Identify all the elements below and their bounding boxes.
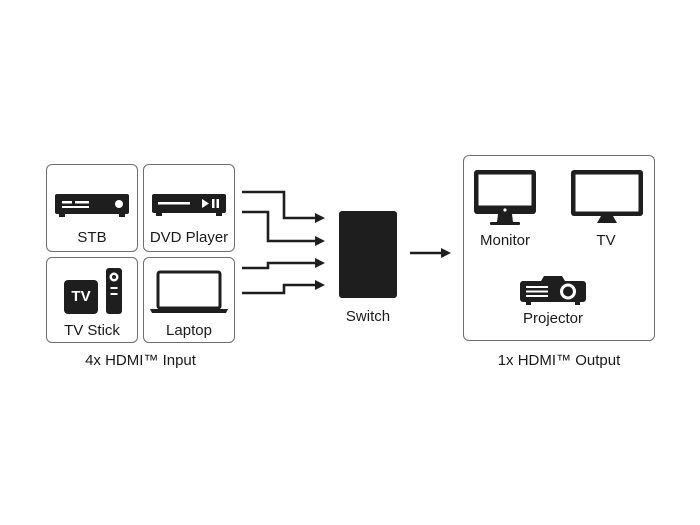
stb-label: STB [77, 229, 107, 246]
input-caption: 4x HDMI™ Input [85, 352, 196, 369]
tv-label: TV [596, 232, 616, 249]
dvd-player-icon [152, 194, 226, 216]
monitor-label: Monitor [479, 232, 531, 249]
wire-laptop [242, 280, 325, 295]
remote-icon [106, 268, 122, 314]
tv-stick-badge: TV [71, 288, 91, 305]
switch-device [339, 211, 397, 298]
projector-icon [520, 276, 586, 305]
monitor-icon [474, 170, 536, 225]
stb-icon [55, 194, 129, 217]
wire-stb [242, 190, 325, 223]
tv-stick-label: TV Stick [64, 322, 120, 339]
projector-label: Projector [522, 310, 584, 327]
tv-stick-icon: TV [64, 266, 126, 316]
switch-label: Switch [345, 308, 391, 325]
laptop-label: Laptop [166, 322, 212, 339]
output-caption: 1x HDMI™ Output [497, 352, 621, 369]
wire-dvd [242, 210, 325, 246]
wire-tv-stick [242, 258, 325, 270]
dvd-player-label: DVD Player [149, 229, 229, 246]
tv-icon [571, 170, 643, 223]
tv-stick-dongle [64, 280, 98, 314]
laptop-icon [150, 270, 228, 313]
